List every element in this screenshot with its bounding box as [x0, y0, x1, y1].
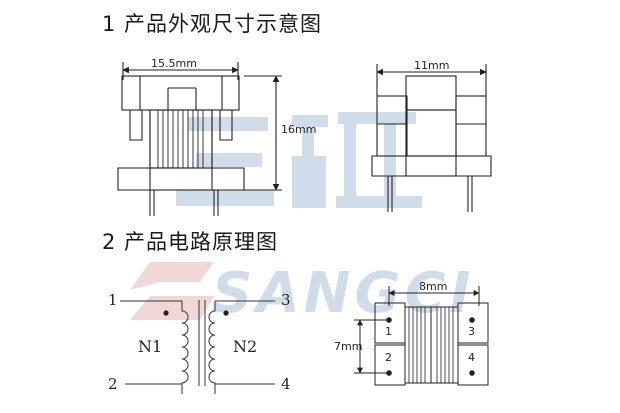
dimension-pin-pitch-x: 8mm [419, 280, 447, 293]
side-view [371, 64, 492, 212]
pin-hole-3 [469, 317, 475, 323]
dimension-width-side: 11mm [414, 59, 449, 72]
winding-label-n2: N2 [233, 337, 257, 356]
schematic-pin-1: 1 [108, 291, 118, 309]
polarity-dot-left [163, 310, 169, 316]
pin-hole-1 [386, 317, 392, 323]
section-heading-circuit: 2 产品电路原理图 [102, 230, 279, 254]
section-heading-dimensions: 1 产品外观尺寸示意图 [102, 12, 323, 36]
dimension-width-front: 15.5mm [151, 57, 197, 70]
pin-hole-4 [469, 370, 475, 376]
schematic-pin-3: 3 [281, 291, 291, 309]
watermark-latin: SANGCI [130, 261, 470, 326]
pin-label-3: 3 [468, 325, 475, 338]
polarity-dot-right [223, 310, 229, 316]
dimension-pin-pitch-y: 7mm [334, 340, 362, 353]
front-view [117, 62, 282, 216]
pin-label-2: 2 [385, 351, 392, 364]
pin-layout-view [354, 286, 489, 386]
pin-label-4: 4 [468, 351, 475, 364]
schematic [120, 300, 275, 394]
dimension-height-front: 16mm [281, 123, 316, 136]
schematic-pin-4: 4 [281, 375, 291, 393]
pin-hole-2 [386, 370, 392, 376]
watermark: SANGCI [130, 112, 470, 326]
winding-label-n1: N1 [138, 337, 162, 356]
schematic-pin-2: 2 [108, 375, 118, 393]
pin-label-1: 1 [385, 325, 392, 338]
